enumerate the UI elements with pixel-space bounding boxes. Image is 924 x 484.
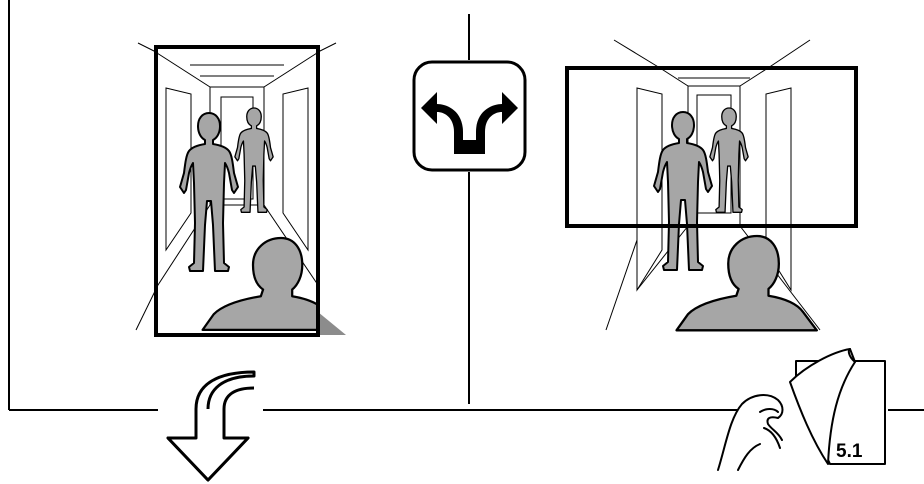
down-arrow-icon <box>168 372 254 480</box>
right-panel-scene <box>567 40 856 330</box>
page-number-label: 5.1 <box>836 441 863 462</box>
landscape-frame <box>567 68 856 226</box>
split-arrow-icon <box>414 62 525 170</box>
portrait-frame <box>156 47 318 335</box>
hand-turning-page-icon: 5.1 <box>718 349 885 470</box>
left-panel-scene <box>136 43 346 335</box>
